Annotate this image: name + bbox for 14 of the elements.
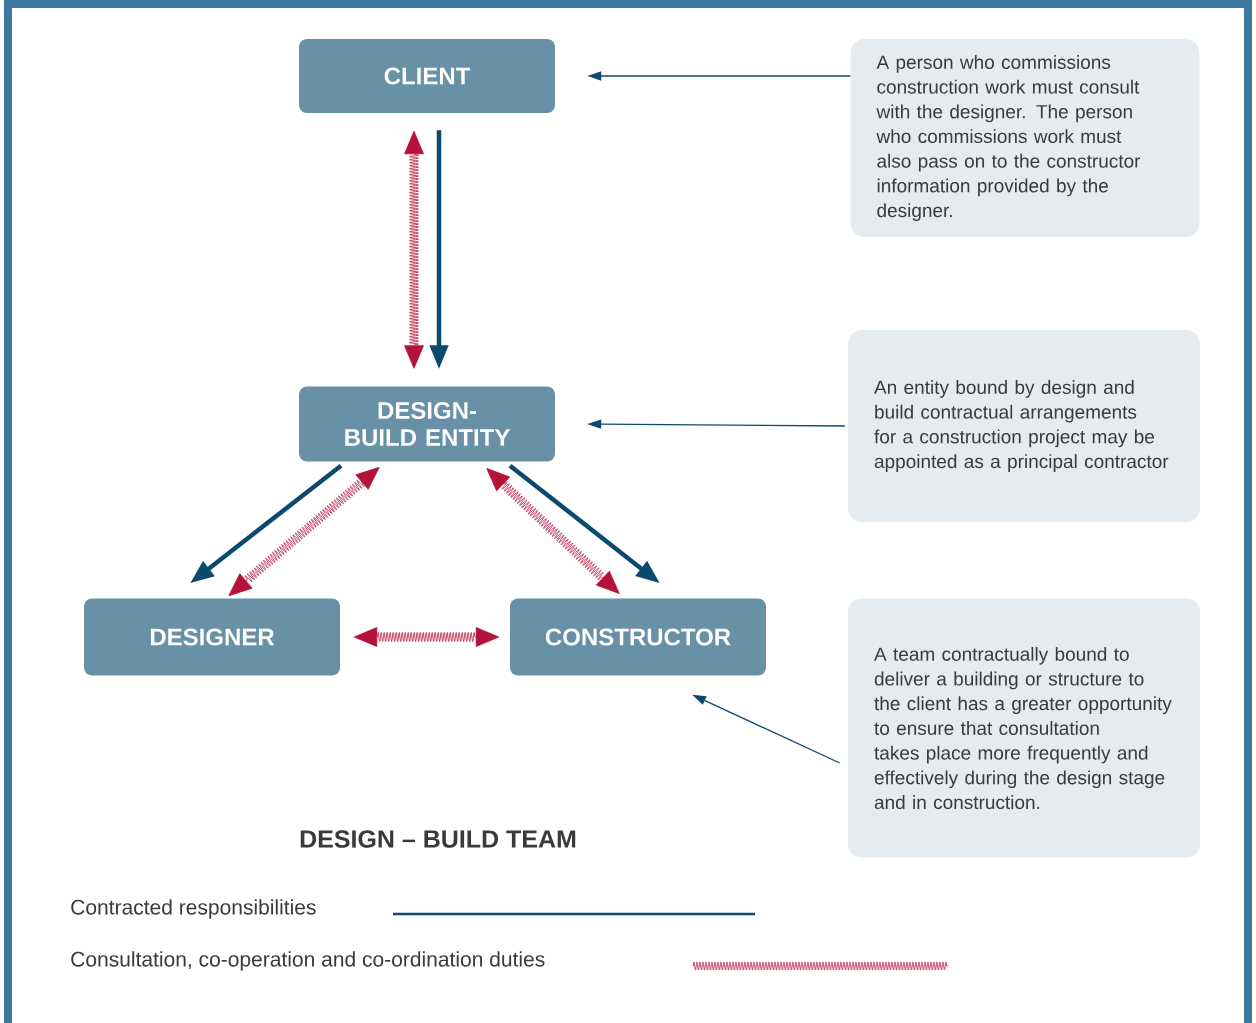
note-box: A person who commissions construction work must consult with the designer. The person who commissions work must also pass on to the constructor information provided by the designer. bbox=[850, 39, 1200, 237]
legend-text: Consultation, co-operation and co-ordination duties bbox=[71, 951, 545, 971]
coil-arrow bbox=[353, 627, 500, 647]
role-box: CLIENT bbox=[299, 39, 555, 113]
note-box: An entity bound by design and build contractual arrangements for a construction project may be appointed as a principal contractor bbox=[848, 330, 1200, 522]
legend-text: Contracted responsibilities bbox=[71, 899, 316, 919]
note-box: A team contractually bound to deliver a building or structure to the client has a greater opportunity to ensure that consultation takes place more frequently and effectively during the design stage and in construction. bbox=[848, 598, 1200, 858]
coil-arrow bbox=[404, 130, 424, 369]
title: DESIGN – BUILD TEAM bbox=[300, 830, 576, 848]
role-box: DESIGN-BUILD ENTITY bbox=[299, 386, 555, 462]
role-box: CONSTRUCTOR bbox=[510, 598, 766, 676]
coil-arrow bbox=[228, 466, 380, 597]
role-box: DESIGNER bbox=[84, 598, 340, 676]
coil-arrow bbox=[486, 468, 620, 594]
